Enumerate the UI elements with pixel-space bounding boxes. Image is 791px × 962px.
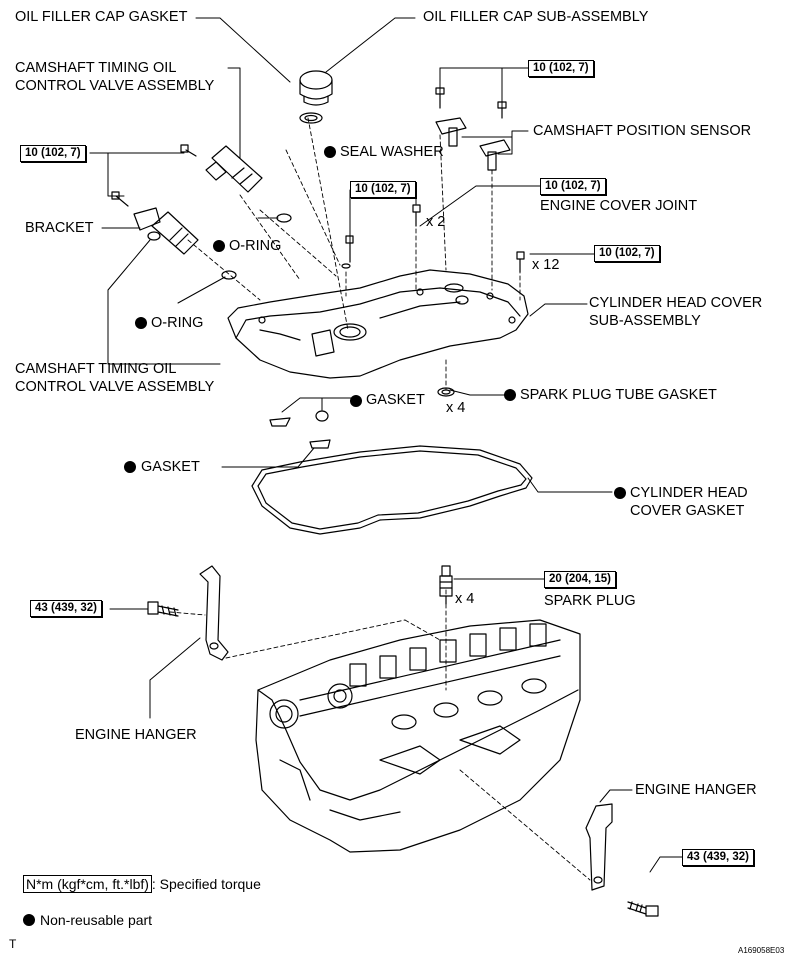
legend-torque-box: N*m (kgf*cm, ft.*lbf) <box>23 875 152 893</box>
camshaft-journals <box>349 623 547 687</box>
label-ocv-lower-line1: CAMSHAFT TIMING OIL <box>15 361 177 377</box>
label-ocv-upper-line1: CAMSHAFT TIMING OIL <box>15 60 177 76</box>
cylinder-head <box>255 619 581 853</box>
label-oil-filler-cap-sub-assembly: OIL FILLER CAP SUB-ASSEMBLY <box>423 9 649 25</box>
torque-box-hanger-right: 43 (439, 32) <box>682 849 755 866</box>
label-engine-hanger-right: ENGINE HANGER <box>635 782 757 798</box>
label-engine-cover-joint: ENGINE COVER JOINT <box>540 198 698 214</box>
label-camshaft-position-sensor: CAMSHAFT POSITION SENSOR <box>533 123 752 139</box>
label-o-ring-2: O-RING <box>151 315 204 331</box>
label-gasket-2: GASKET <box>141 459 200 475</box>
label-engine-hanger-left: ENGINE HANGER <box>75 727 197 743</box>
label-bracket: BRACKET <box>25 220 94 236</box>
legend-torque: N*m (kgf*cm, ft.*lbf): Specified torque <box>23 875 261 893</box>
cylinder-head-cover <box>227 269 529 379</box>
label-qty-x4-tube: x 4 <box>446 400 466 416</box>
label-cylinder-head-cover-line1: CYLINDER HEAD COVER <box>589 295 763 311</box>
label-cylinder-head-cover-gasket-line2: COVER GASKET <box>630 503 745 519</box>
label-qty-x12: x 12 <box>532 257 560 273</box>
camshaft-position-sensors <box>435 87 511 171</box>
non-reusable-dot-icon <box>23 914 35 926</box>
label-spark-plug: SPARK PLUG <box>544 593 636 609</box>
small-gaskets <box>269 387 455 449</box>
label-qty-x2: x 2 <box>426 214 446 230</box>
engine-hanger-right <box>585 803 659 917</box>
torque-box-cps: 10 (102, 7) <box>528 60 594 77</box>
ocv-upper <box>180 144 263 193</box>
ocv-lower <box>111 191 292 280</box>
torque-box-hanger-left: 43 (439, 32) <box>30 600 103 617</box>
label-o-ring-1: O-RING <box>229 238 282 254</box>
torque-box-cover-bolt: 10 (102, 7) <box>594 245 660 262</box>
non-reusable-markers <box>124 146 626 499</box>
label-gasket-1: GASKET <box>366 392 425 408</box>
spark-plug-bores <box>391 678 547 730</box>
label-ocv-lower-line2: CONTROL VALVE ASSEMBLY <box>15 379 215 395</box>
torque-box-seal-washer-bolt: 10 (102, 7) <box>350 181 416 198</box>
legend-non-reusable: Non-reusable part <box>23 912 152 928</box>
torque-box-spark-plug: 20 (204, 15) <box>544 571 617 588</box>
cylinder-head-cover-gasket <box>251 445 533 535</box>
legend-non-reusable-text: Non-reusable part <box>40 912 153 928</box>
label-cylinder-head-cover-gasket-line1: CYLINDER HEAD <box>630 485 748 501</box>
torque-box-cover-joint: 10 (102, 7) <box>540 178 606 195</box>
cover-bolts <box>341 204 525 273</box>
label-oil-filler-cap-gasket: OIL FILLER CAP GASKET <box>15 9 188 25</box>
corner-mark: T <box>9 937 17 951</box>
label-cylinder-head-cover-line2: SUB-ASSEMBLY <box>589 313 701 329</box>
label-qty-x4-plug: x 4 <box>455 591 475 607</box>
label-ocv-upper-line2: CONTROL VALVE ASSEMBLY <box>15 78 215 94</box>
figure-id: A169058E03 <box>738 946 785 955</box>
torque-box-ocv: 10 (102, 7) <box>20 145 86 162</box>
engine-hanger-left <box>147 565 229 661</box>
assembly-guide-lines <box>169 117 591 881</box>
oil-filler-cap <box>299 70 333 124</box>
label-seal-washer: SEAL WASHER <box>340 144 444 160</box>
leader-lines <box>89 17 683 873</box>
label-spark-plug-tube-gasket: SPARK PLUG TUBE GASKET <box>520 387 717 403</box>
spark-plug <box>439 565 453 605</box>
legend-torque-text: : Specified torque <box>151 876 261 892</box>
